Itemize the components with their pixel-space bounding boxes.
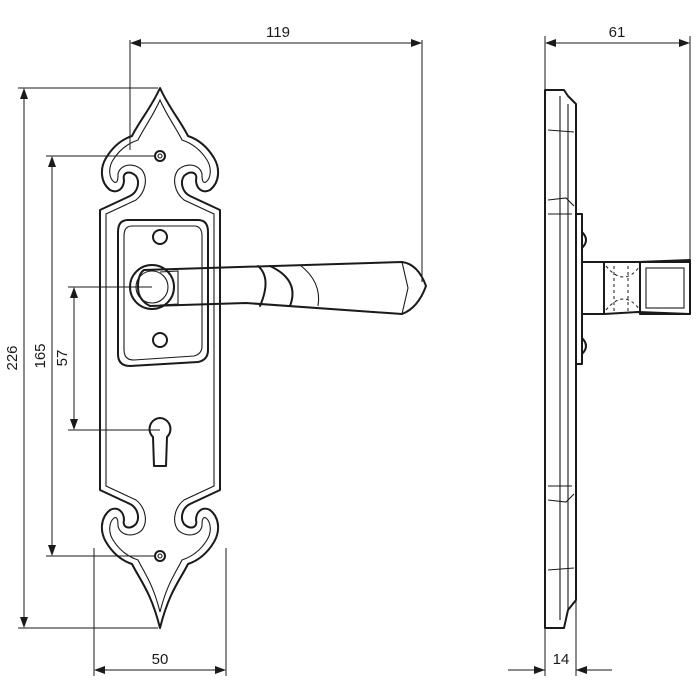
side-lever-end xyxy=(639,261,691,315)
bottom-screw-hole xyxy=(154,550,166,562)
side-screw-top xyxy=(581,231,587,249)
side-lever-end-inner xyxy=(645,267,685,309)
lever-handle xyxy=(137,261,427,315)
dim-plate-width-label: 50 xyxy=(152,651,169,668)
side-plate-fleur-bottom xyxy=(547,485,575,503)
dim-plate-height-label: 226 xyxy=(4,345,21,370)
side-view xyxy=(544,89,691,629)
rose-panel xyxy=(117,219,209,367)
side-plate-fleur-top xyxy=(547,197,575,215)
dim-screw-spacing-label: 165 xyxy=(32,343,49,368)
rose-panel-inner xyxy=(123,225,203,361)
side-screw-bottom xyxy=(581,337,587,355)
lever-twist-3 xyxy=(299,264,320,307)
front-view xyxy=(99,87,427,629)
bottom-screw-hole-inner xyxy=(157,553,163,559)
dimension-lines: 119 61 226 165 57 50 xyxy=(4,24,691,676)
dim-plate-thickness-label: 14 xyxy=(553,651,570,668)
top-screw-hole-inner xyxy=(157,153,163,159)
lever-twist-1 xyxy=(257,265,267,307)
side-lever-twist xyxy=(605,265,641,312)
dim-overall-width-label: 119 xyxy=(266,24,290,41)
rose-screw-hole-top xyxy=(152,229,168,245)
side-plate-band xyxy=(547,129,575,571)
lever-neck xyxy=(159,270,179,306)
keyhole xyxy=(148,417,172,467)
top-screw-hole xyxy=(154,150,166,162)
rose-screw-hole-bottom xyxy=(152,332,168,348)
lever-tip-edge xyxy=(401,261,409,315)
lever-twist-2 xyxy=(269,265,294,307)
backplate-inner-outline xyxy=(105,98,215,613)
dim-side-depth-label: 61 xyxy=(609,24,626,41)
backplate-outline xyxy=(99,87,221,629)
dim-handle-keyhole-label: 57 xyxy=(54,350,71,367)
